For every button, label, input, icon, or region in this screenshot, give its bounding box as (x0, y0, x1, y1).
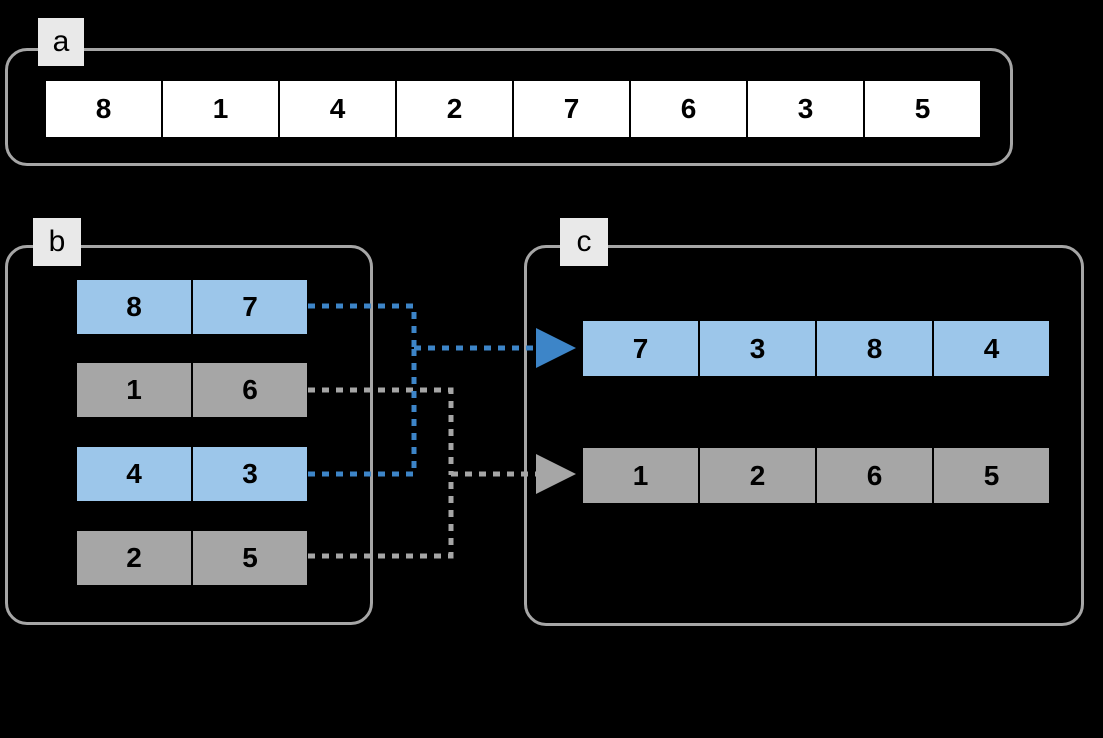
panel-b-cell: 5 (192, 530, 308, 586)
panel-a-label: a (38, 18, 84, 66)
panel-a-frame (5, 48, 1013, 166)
panel-b-cell: 2 (76, 530, 192, 586)
panel-a-cell: 8 (45, 80, 162, 138)
panel-b-cell: 6 (192, 362, 308, 418)
panel-b-cell: 7 (192, 279, 308, 335)
panel-c-cell: 5 (933, 447, 1050, 504)
panel-b-cell: 1 (76, 362, 192, 418)
panel-c-cell: 3 (699, 320, 816, 377)
panel-c-cell: 7 (582, 320, 699, 377)
panel-b-cell: 8 (76, 279, 192, 335)
panel-a-cell: 2 (396, 80, 513, 138)
panel-c-cell: 1 (582, 447, 699, 504)
panel-b-cell: 3 (192, 446, 308, 502)
panel-b-label: b (33, 218, 81, 266)
panel-a-cell: 4 (279, 80, 396, 138)
panel-a-cell: 5 (864, 80, 981, 138)
panel-b-cell: 4 (76, 446, 192, 502)
panel-c-cell: 8 (816, 320, 933, 377)
panel-c-cell: 6 (816, 447, 933, 504)
panel-c-cell: 2 (699, 447, 816, 504)
panel-a-cell: 7 (513, 80, 630, 138)
panel-a-cell: 6 (630, 80, 747, 138)
panel-c-cell: 4 (933, 320, 1050, 377)
panel-c-label: c (560, 218, 608, 266)
panel-a-cell: 1 (162, 80, 279, 138)
panel-c-frame (524, 245, 1084, 626)
panel-a-cell: 3 (747, 80, 864, 138)
